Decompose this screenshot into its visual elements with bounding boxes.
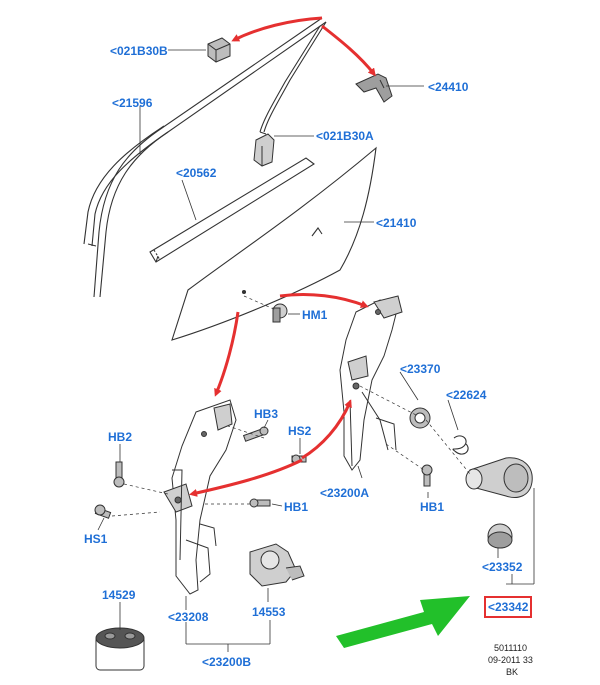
label-20562: <20562 (176, 166, 217, 180)
label-HM1: HM1 (302, 308, 328, 322)
label-HB3: HB3 (254, 407, 279, 421)
window-channel-21596 (83, 17, 327, 298)
label-22624: <22624 (446, 388, 487, 402)
label-HS2: HS2 (288, 424, 312, 438)
label-23200A: <23200A (320, 486, 370, 500)
label-23352: <23352 (482, 560, 523, 574)
cap-021B30B (207, 37, 231, 63)
leader-lines (97, 49, 535, 652)
label-24410: <24410 (428, 80, 469, 94)
green-pointer-arrow (336, 596, 470, 648)
label-21410: <21410 (376, 216, 417, 230)
label-021B30B: <021B30B (110, 44, 168, 58)
label-23370: <23370 (400, 362, 441, 376)
trim-021B30A (253, 133, 275, 167)
bracket-24410 (355, 73, 393, 103)
regulator-23200A (339, 295, 403, 471)
bolt-HB3 (242, 426, 269, 442)
motor-14553 (249, 543, 305, 587)
grommet-23370 (409, 407, 431, 429)
label-HS1: HS1 (84, 532, 108, 546)
b-pillar-trim (259, 21, 327, 135)
bolt-HS1 (94, 504, 112, 519)
handle-23342 (465, 457, 533, 498)
screw-HM1 (272, 303, 288, 323)
label-HB1-left: HB1 (284, 500, 309, 514)
label-14529: 14529 (102, 588, 136, 602)
bolt-HB1-right (421, 464, 433, 487)
red-arrows (189, 16, 376, 497)
assembly-lines (111, 295, 471, 517)
label-HB2: HB2 (108, 430, 133, 444)
switch-14529 (95, 627, 145, 671)
bolt-HB1-left (249, 498, 271, 508)
label-HB1-right: HB1 (420, 500, 445, 514)
stamp-code: 5011110 (494, 643, 528, 653)
label-23200B: <23200B (202, 655, 252, 669)
clip-22624 (452, 435, 469, 455)
label-21596: <21596 (112, 96, 153, 110)
cap-23352 (487, 523, 513, 549)
stamp-initials: BK (506, 667, 519, 677)
weatherstrip-20562 (149, 157, 315, 263)
stamp-date: 09-2011 33 (488, 655, 533, 665)
label-14553: 14553 (252, 605, 286, 619)
regulator-23208 (163, 399, 237, 595)
door-glass-21410 (171, 146, 377, 341)
bolt-HB2 (113, 461, 125, 488)
label-021B30A: <021B30A (316, 129, 374, 143)
label-23208: <23208 (168, 610, 209, 624)
label-23342-highlighted: <23342 (483, 596, 533, 618)
